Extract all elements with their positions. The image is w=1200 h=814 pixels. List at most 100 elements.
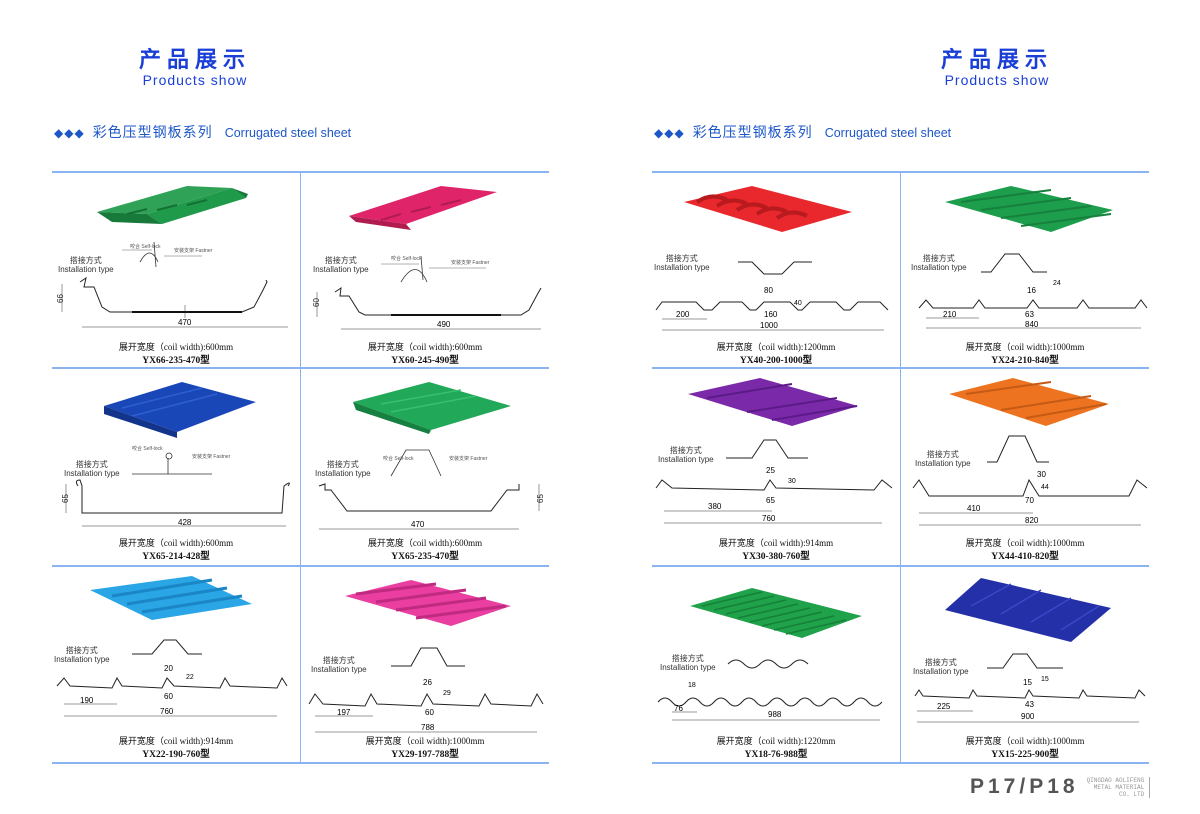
svg-text:60: 60 xyxy=(312,298,321,307)
dim-top: 80 xyxy=(764,286,773,295)
installation-type-label: 搭接方式 Installation type xyxy=(911,254,967,272)
model-number: YX65-214-428型 xyxy=(142,552,210,562)
divider xyxy=(52,762,549,764)
model-number: YX18-76-988型 xyxy=(744,750,808,760)
svg-text:咬合 Self-lock: 咬合 Self-lock xyxy=(383,455,414,462)
sheet-render: 咬合 Self-lock 安装支架 Fastner 65 xyxy=(61,382,290,527)
svg-text:安装支架 Fastner: 安装支架 Fastner xyxy=(174,247,213,254)
sheet-render xyxy=(914,578,1146,723)
divider xyxy=(652,762,1149,764)
svg-text:咬合 Self-lock: 咬合 Self-lock xyxy=(132,445,163,452)
svg-text:安装支架 Fastner: 安装支架 Fastner xyxy=(451,259,490,266)
install-en: Installation type xyxy=(58,265,114,274)
install-en: Installation type xyxy=(913,667,969,676)
dim-top: 16 xyxy=(1027,286,1036,295)
model-number: YX65-235-470型 xyxy=(391,552,459,562)
install-cn: 搭接方式 xyxy=(669,446,702,455)
product-card: 搭接方式 Installation type 16 24 63 210 840 … xyxy=(901,172,1149,368)
coil-width: 展开宽度（coil width):600mm xyxy=(367,342,483,352)
product-card: 搭接方式 Installation type 20 22 60 190 760 … xyxy=(52,566,300,762)
product-card: 搭接方式 Installation type 26 29 60 197 788 … xyxy=(301,566,549,762)
dim-base: 65 xyxy=(766,496,775,505)
svg-text:65: 65 xyxy=(61,494,70,503)
header-title-cn: 产品展示 xyxy=(138,47,251,72)
coil-width: 展开宽度（coil width):1000mm xyxy=(965,736,1085,746)
dim-height: 29 xyxy=(443,690,451,697)
header-title-en: Products show xyxy=(944,72,1050,88)
coil-width: 展开宽度（coil width):600mm xyxy=(118,538,234,548)
installation-type-label: 搭接方式 Installation type xyxy=(54,646,110,664)
sheet-render: 咬合 Self-lock 安装支架 Fastner 60 xyxy=(312,186,542,330)
dim-pitch: 225 xyxy=(937,702,951,711)
coil-width: 展开宽度（coil width):600mm xyxy=(118,342,234,352)
dim-width: 840 xyxy=(1025,320,1039,329)
sheet-render xyxy=(912,378,1148,526)
dim-base: 60 xyxy=(164,692,173,701)
divider xyxy=(300,171,301,762)
dim-top: 15 xyxy=(1023,678,1032,687)
product-card: 搭接方式 Installation type 15 15 43 225 900 … xyxy=(901,566,1149,762)
model-number: YX30-380-760型 xyxy=(742,552,810,562)
install-en: Installation type xyxy=(660,663,716,672)
product-card: 咬合 Self-lock 安装支架 Fastner 60 搭接方式 Instal… xyxy=(301,172,549,368)
series-title-en: Corrugated steel sheet xyxy=(824,126,952,140)
company-line: METAL MATERIAL xyxy=(1093,783,1145,791)
install-en: Installation type xyxy=(54,655,110,664)
coil-width: 展开宽度（coil width):1000mm xyxy=(365,736,485,746)
svg-text:安装支架 Fastner: 安装支架 Fastner xyxy=(192,453,231,460)
dim-height: 30 xyxy=(788,478,796,485)
page-number: P17/P18 xyxy=(970,775,1079,798)
install-cn: 搭接方式 xyxy=(322,656,355,665)
dim-base: 43 xyxy=(1025,700,1034,709)
right-page-header: 产品展示 Products show xyxy=(932,48,1062,89)
install-cn: 搭接方式 xyxy=(671,654,704,663)
coil-width: 展开宽度（coil width):1200mm xyxy=(716,342,836,352)
install-cn: 搭接方式 xyxy=(69,256,102,265)
install-cn: 搭接方式 xyxy=(75,460,108,469)
model-number: YX60-245-490型 xyxy=(391,356,459,366)
dim-top: 26 xyxy=(423,678,432,687)
sheet-render: 咬合 Self-lock 安装支架 Fastner 65 xyxy=(318,382,545,530)
product-card: 咬合 Self-lock 安装支架 Fastner 65 搭接方式 Instal… xyxy=(52,368,300,564)
install-cn: 搭接方式 xyxy=(924,658,957,667)
coil-width: 展开宽度（coil width):1220mm xyxy=(716,736,836,746)
sheet-render xyxy=(918,186,1148,329)
svg-text:66: 66 xyxy=(56,294,65,303)
sheet-render xyxy=(308,580,544,733)
dim-pitch: 380 xyxy=(708,502,722,511)
company-line: CO. LTD xyxy=(1118,790,1145,798)
dim-width: 760 xyxy=(160,707,174,716)
diamond-bullets-icon: ◆◆◆ xyxy=(654,126,685,140)
sheet-render xyxy=(655,186,889,331)
dim-base: 70 xyxy=(1025,496,1034,505)
installation-type-label: 搭接方式 Installation type xyxy=(915,450,971,468)
series-title-en: Corrugated steel sheet xyxy=(224,126,352,140)
installation-type-label: 搭接方式 Installation type xyxy=(313,256,369,274)
model-number: YX15-225-900型 xyxy=(991,750,1059,760)
dim-height: 22 xyxy=(186,674,194,681)
dim-width: 820 xyxy=(1025,516,1039,525)
installation-type-label: 搭接方式 Installation type xyxy=(58,256,114,274)
svg-text:安装支架 Fastner: 安装支架 Fastner xyxy=(449,455,488,462)
product-card: 咬合 Self-lock 安装支架 Fastner 66 搭接方式 Instal… xyxy=(52,172,300,368)
dim-width: 900 xyxy=(1021,712,1035,721)
sheet-render xyxy=(56,576,288,717)
dim-width: 988 xyxy=(768,710,782,719)
install-cn: 搭接方式 xyxy=(926,450,959,459)
dim-width: 1000 xyxy=(760,321,778,330)
product-card: 搭接方式 Installation type 30 44 70 410 820 … xyxy=(901,368,1149,564)
dim-height: 18 xyxy=(688,682,696,689)
dim-base: 60 xyxy=(425,708,434,717)
coil-width: 展开宽度（coil width):914mm xyxy=(118,736,234,746)
dim-top: 25 xyxy=(766,466,775,475)
install-en: Installation type xyxy=(311,665,367,674)
installation-type-label: 搭接方式 Installation type xyxy=(654,254,710,272)
install-en: Installation type xyxy=(915,459,971,468)
header-title-en: Products show xyxy=(142,72,248,88)
dim-width: 788 xyxy=(421,723,435,732)
dim-width: 760 xyxy=(762,514,776,523)
svg-text:65: 65 xyxy=(536,494,545,503)
install-en: Installation type xyxy=(658,455,714,464)
coil-width: 展开宽度（coil width):1000mm xyxy=(965,538,1085,548)
page-footer: P17/P18 QINGDAO AOLIFENG METAL MATERIAL … xyxy=(970,775,1151,799)
